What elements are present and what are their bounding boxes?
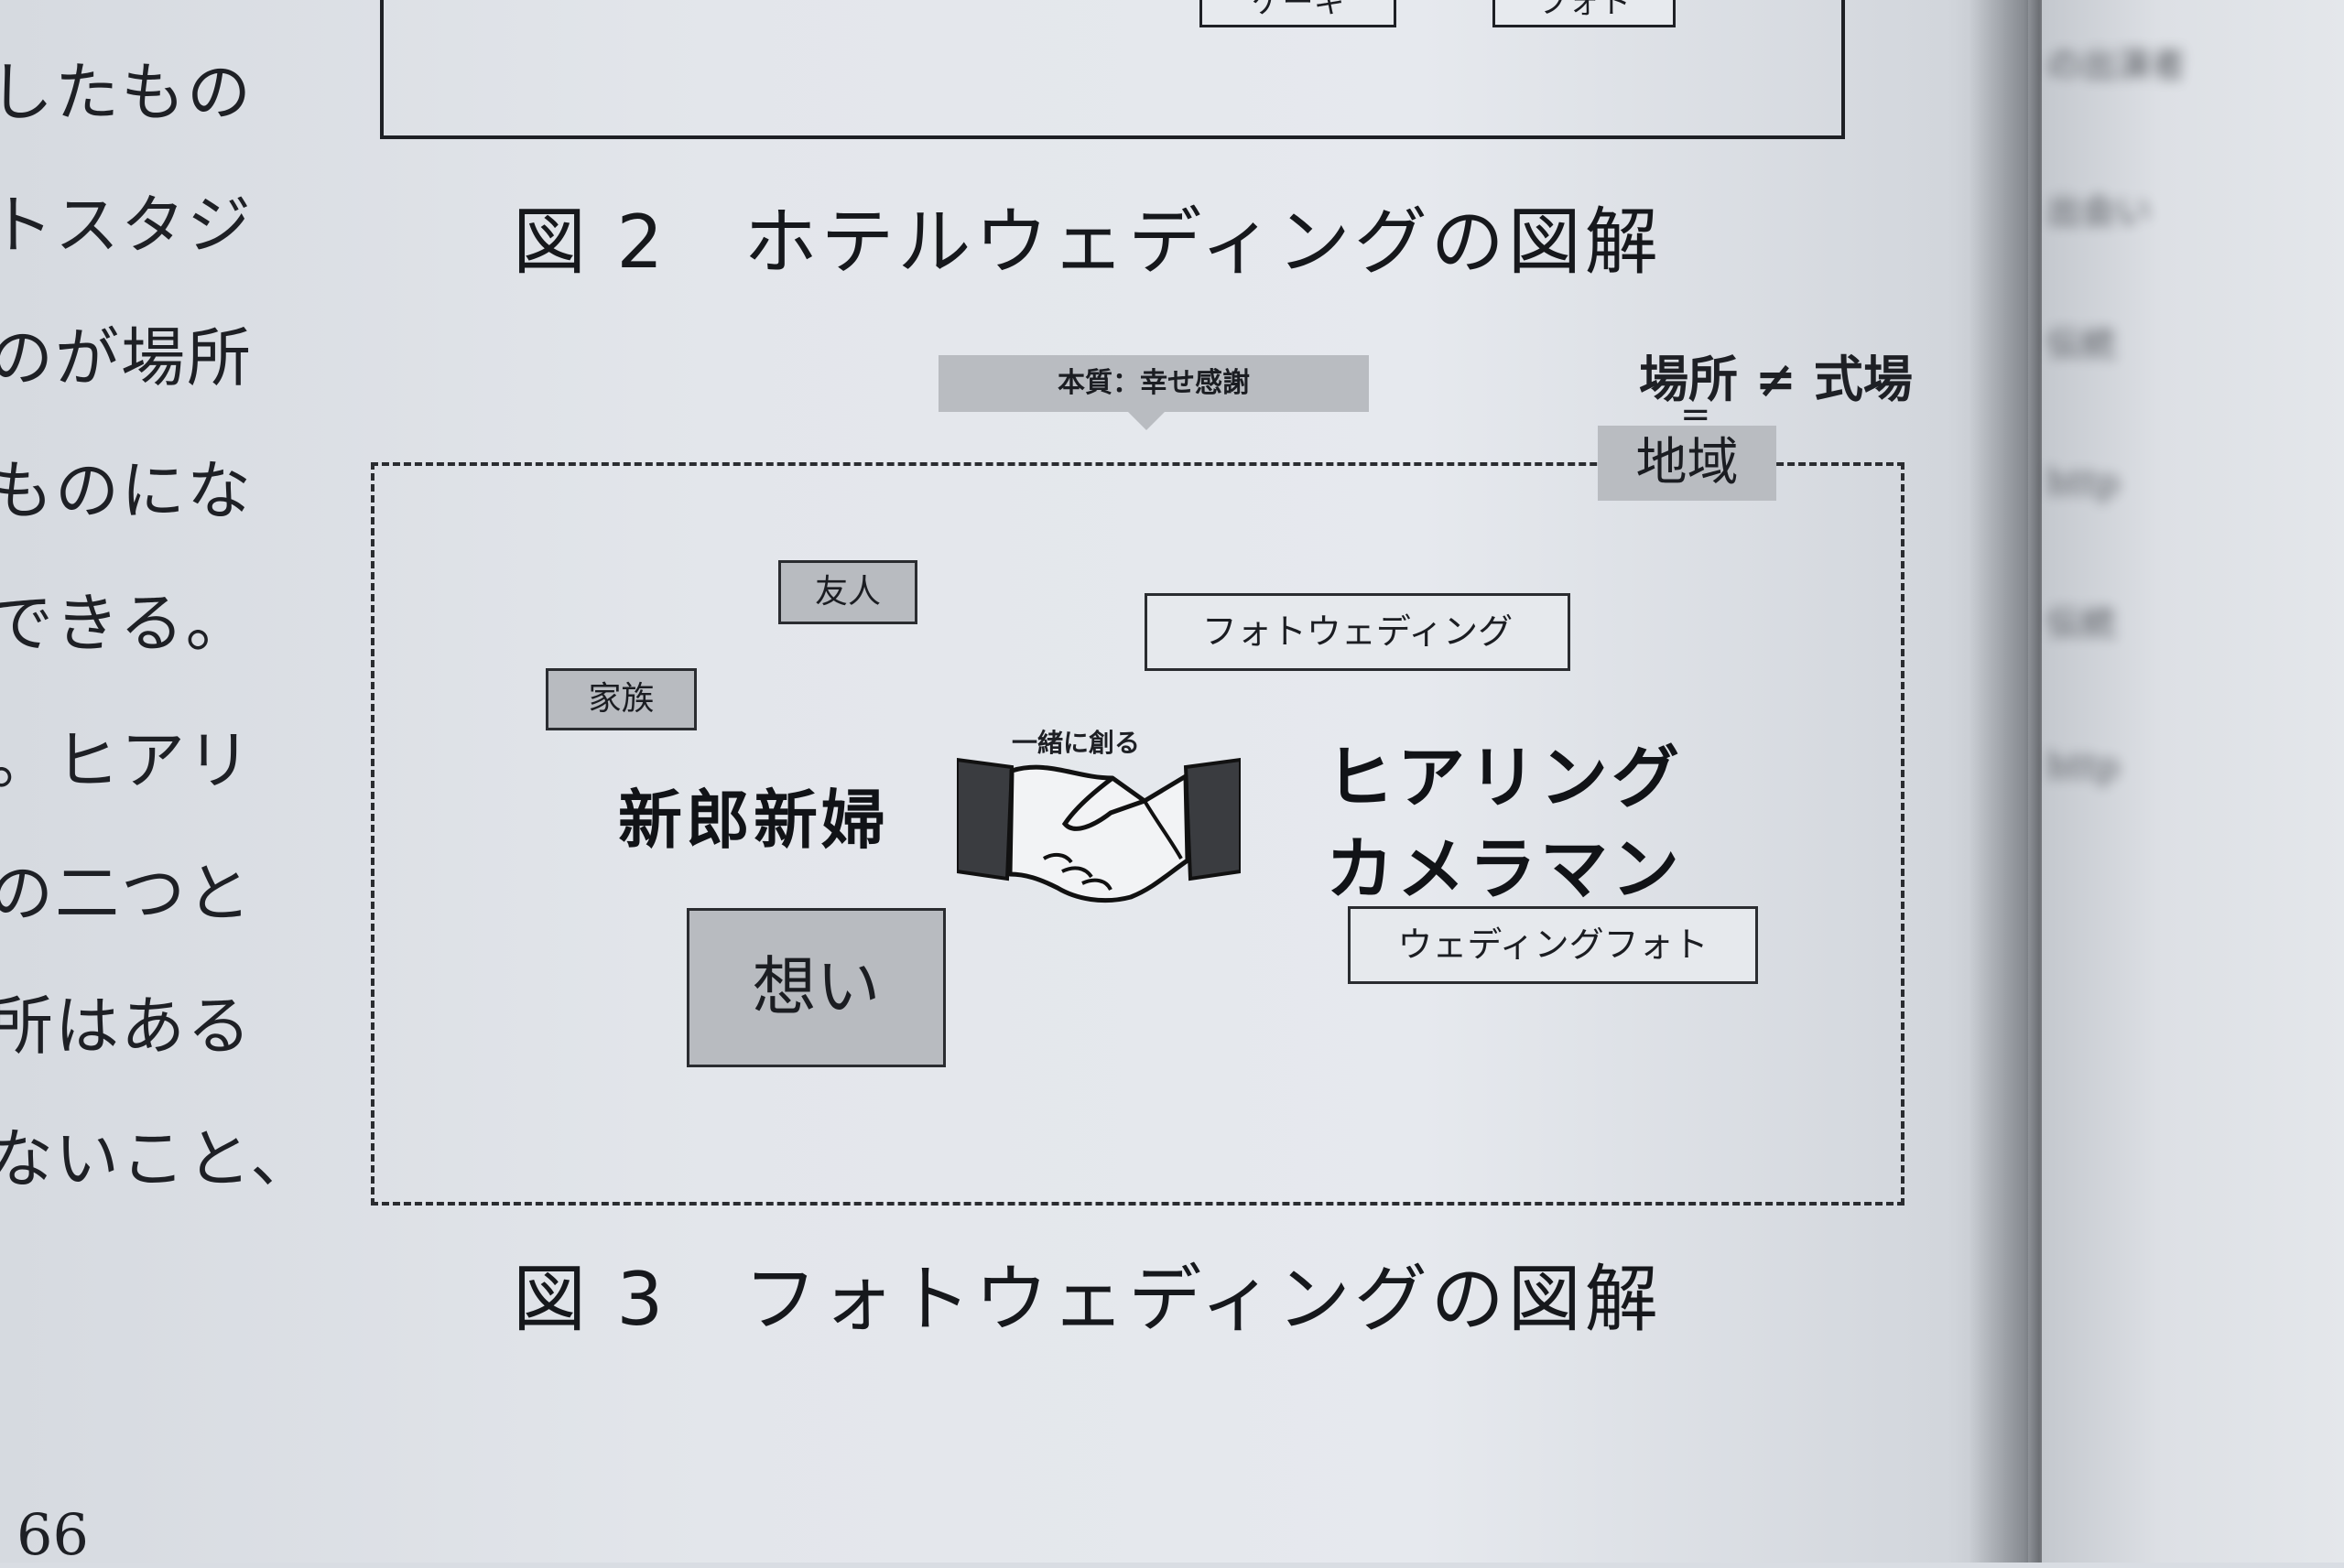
right-page-line: の出演者 bbox=[2046, 45, 2187, 85]
wedding-photo-box: ウェディングフォト bbox=[1348, 906, 1758, 984]
body-text-line: 所はある bbox=[0, 989, 253, 1064]
friend-box: 友人 bbox=[778, 560, 917, 624]
figure2-frame bbox=[380, 0, 1845, 139]
right-page-line: 伝統 bbox=[2046, 603, 2117, 643]
handshake-icon bbox=[957, 757, 1241, 903]
body-text-line: のが場所 bbox=[0, 320, 253, 395]
essence-tag-pointer bbox=[1126, 410, 1167, 430]
body-text-line: トスタジ bbox=[0, 188, 253, 263]
place-note: 場所 ≠ 式場 bbox=[1639, 351, 1913, 408]
body-text-line: ないこと、 bbox=[0, 1121, 317, 1196]
right-page-line: http bbox=[2046, 746, 2120, 786]
figure3-caption: 図 3 フォトウェディングの図解 bbox=[513, 1257, 1662, 1342]
body-text-line: したもの bbox=[0, 55, 253, 130]
hearing-label: ヒアリング bbox=[1326, 739, 1683, 817]
book-right-page bbox=[2042, 0, 2344, 1563]
figure2-caption: 図 2 ホテルウェディングの図解 bbox=[513, 200, 1662, 285]
feelings-box: 想い bbox=[687, 908, 946, 1067]
right-page-line: http bbox=[2046, 462, 2120, 503]
body-text-line: の二つと bbox=[0, 856, 253, 931]
couple-label: 新郎新婦 bbox=[618, 783, 889, 858]
figure2-sub-box: フォト bbox=[1492, 0, 1676, 27]
figure2-sub-box: ケーキ bbox=[1199, 0, 1396, 27]
body-text-line: 。ヒアリ bbox=[0, 723, 253, 798]
photo-wedding-box: フォトウェディング bbox=[1145, 593, 1570, 671]
family-box: 家族 bbox=[546, 668, 697, 730]
body-text-line: できる。 bbox=[0, 586, 252, 661]
body-text-line: ものにな bbox=[0, 453, 253, 528]
page-number: 66 bbox=[16, 1501, 89, 1568]
cameraman-label: カメラマン bbox=[1326, 830, 1683, 909]
region-tag: 地域 bbox=[1598, 426, 1776, 501]
right-page-line: 伝統 bbox=[2046, 324, 2117, 364]
together-label: 一緒に創る bbox=[1012, 728, 1141, 758]
right-page-line: 出会い bbox=[2046, 191, 2152, 232]
figure3-dashed-frame bbox=[371, 462, 1904, 1206]
essence-tag: 本質：幸せ感謝 bbox=[939, 355, 1369, 412]
